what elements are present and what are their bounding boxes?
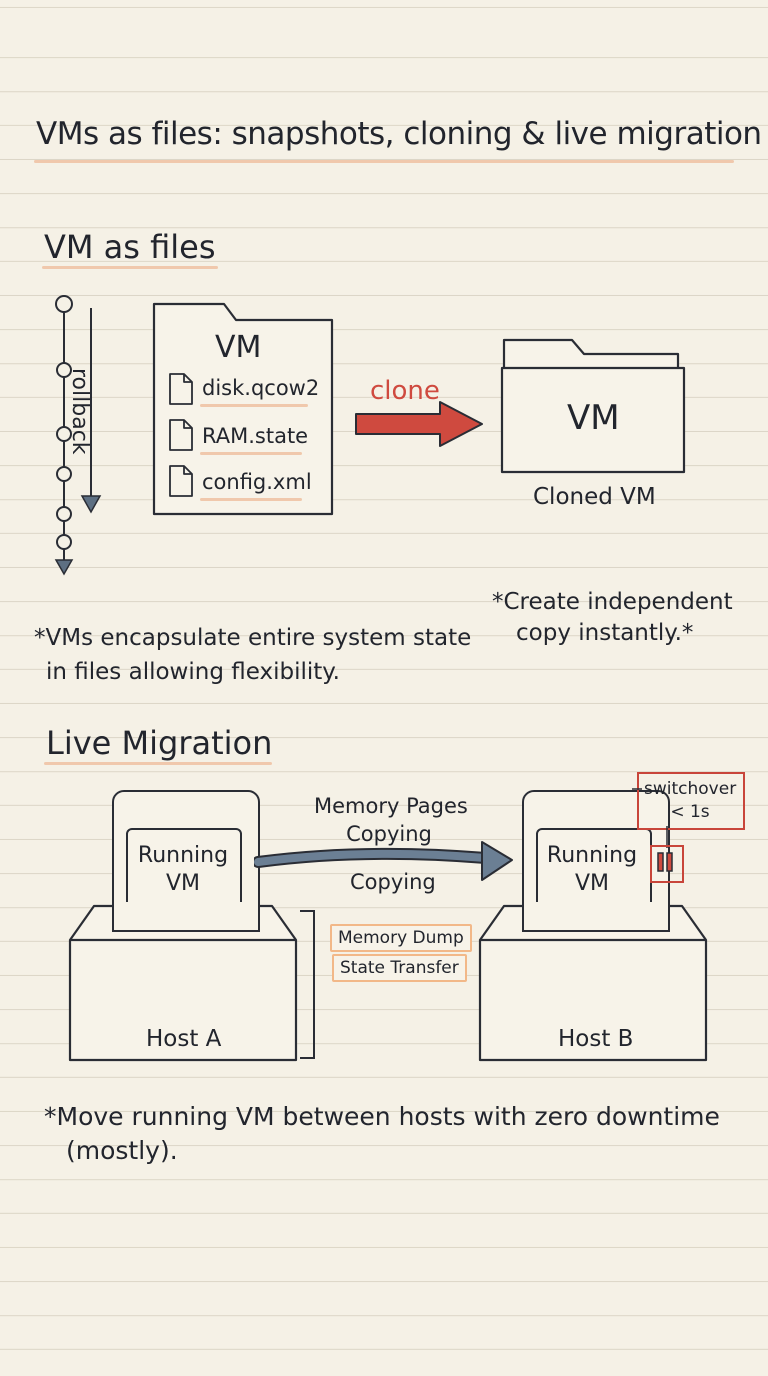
rollback-label: rollback [67,368,92,455]
rollback-arrow [80,495,102,514]
snapshot-point [56,362,72,378]
cloned-vm-folder-title: VM [567,398,620,438]
host-a-monitor-base [112,902,260,932]
clone-arrow [355,401,483,447]
memory-dump-box: Memory Dump [330,924,472,952]
vm-label-line: Running [137,843,229,868]
note-line: in files allowing flexibility. [46,659,340,685]
note-line: *Move running VM between hosts with zero… [44,1102,720,1131]
vm-label-line: VM [574,871,610,896]
snapshot-point [56,466,72,482]
host-b-vm-label: Running VM [536,842,648,898]
copying-label: Copying [350,870,436,894]
pause-box [650,845,684,883]
file-disk-qcow2: disk.qcow2 [202,376,320,400]
note-line: *Create independent [492,589,733,615]
note-line: *VMs encapsulate entire system state [34,625,472,651]
pause-icon [657,852,673,872]
arrow-label-line: Memory Pages [314,794,468,818]
note-line: copy instantly.* [516,620,694,646]
host-b-server [478,904,708,1062]
cloned-vm-folder-icon [500,338,686,474]
title-underline [34,160,734,163]
switchover-connector [666,826,668,848]
clone-label: clone [370,376,440,406]
snapshot-point [56,426,72,442]
switchover-line: switchover [644,779,737,799]
file-ram-state: RAM.state [202,424,309,448]
vm-folder-icon [152,302,334,516]
host-b-monitor-base [522,902,670,932]
file-icon [169,465,193,497]
host-a-vm-label: Running VM [126,842,240,898]
switchover-box [637,772,745,830]
file-icon [169,419,193,451]
note-vm-encapsulate: *VMs encapsulate entire system state in … [34,621,471,689]
memory-pages-label: Memory Pages Copying [314,792,468,848]
host-a-bracket [300,910,315,1059]
snapshot-point [56,534,72,550]
switchover-tick [632,788,642,790]
note-live-migration: *Move running VM between hosts with zero… [44,1100,720,1168]
host-b-label: Host B [558,1026,634,1052]
snapshot-point [56,506,72,522]
switchover-label: switchover < 1s [644,778,736,824]
file-underline [200,452,302,455]
page-title: VMs as files: snapshots, cloning & live … [36,116,762,152]
vm-folder-title: VM [215,330,262,365]
snapshot-timeline [54,295,102,576]
section-heading-live-migration: Live Migration [46,724,273,762]
heading-underline [42,266,218,269]
host-a-server [68,904,298,1062]
file-underline [200,404,308,407]
vm-label-line: VM [165,871,201,896]
heading-underline [44,762,272,765]
note-create-copy: *Create independent copy instantly.* [492,587,733,649]
host-a-label: Host A [146,1026,222,1052]
vm-label-line: Running [546,843,638,868]
file-icon [169,373,193,405]
switchover-line: < 1s [670,802,710,822]
arrow-label-line: Copying [346,822,432,846]
migration-arrow [254,841,513,881]
section-heading-vm-as-files: VM as files [44,228,216,266]
note-line: (mostly). [66,1136,178,1165]
file-underline [200,498,302,501]
file-config-xml: config.xml [202,470,312,494]
snapshot-point [55,295,73,313]
cloned-vm-caption: Cloned VM [533,484,656,510]
state-transfer-box: State Transfer [332,954,467,982]
